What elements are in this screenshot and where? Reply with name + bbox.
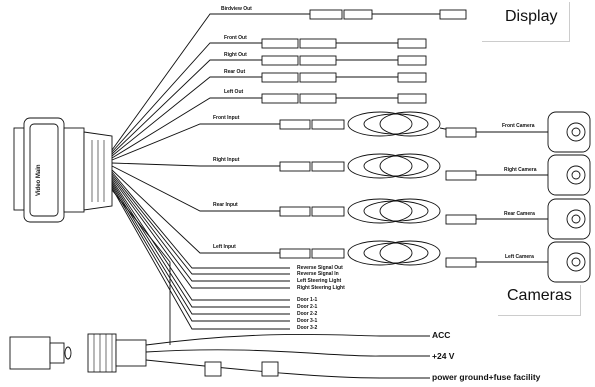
label-right-steering-light: Right Steering Light — [297, 285, 345, 291]
wire-rear-input — [111, 165, 280, 212]
input-cables — [279, 111, 548, 268]
label-reverse-signal-out: Reverse Signal Out — [297, 265, 343, 271]
wire-front-out — [111, 42, 262, 153]
label-right-camera: Right Camera — [504, 167, 537, 173]
signal-wires — [111, 171, 290, 330]
connector-label: Video Main — [36, 164, 42, 196]
label-acc: ACC — [432, 330, 451, 340]
label-door-3-1: Door 3-1 — [297, 318, 318, 324]
label-left-steering-light: Left Steering Light — [297, 278, 342, 284]
label-left-out: Left Out — [224, 89, 244, 95]
display-callout-box — [482, 2, 570, 42]
label-power-ground: power ground+fuse facility — [432, 372, 541, 382]
label-door-1-1: Door 1-1 — [297, 297, 318, 303]
label-front-out: Front Out — [224, 35, 247, 41]
output-connectors — [261, 38, 427, 104]
camera-units — [547, 111, 591, 283]
db-connector — [13, 117, 113, 223]
display-callout: Display — [505, 8, 558, 25]
wire-left-input — [111, 169, 280, 254]
cameras-callout: Cameras — [507, 287, 572, 304]
label-birdview-out: Birdview Out — [221, 6, 252, 12]
label-rear-out: Rear Out — [224, 69, 246, 75]
label-right-out: Right Out — [224, 52, 247, 58]
label-left-input: Left Input — [213, 244, 236, 250]
label-front-camera: Front Camera — [502, 123, 535, 129]
label-left-camera: Left Camera — [505, 254, 534, 260]
label-rear-input: Rear Input — [213, 202, 238, 208]
label-reverse-signal-in: Reverse Signal In — [297, 271, 339, 277]
wire-birdview-out — [111, 13, 310, 151]
label-rear-camera: Rear Camera — [504, 211, 535, 217]
wire-right-out — [111, 59, 262, 155]
power-harness — [9, 312, 430, 379]
label-24v: +24 V — [432, 351, 455, 361]
wire-front-input — [111, 123, 280, 161]
cameras-callout-box — [498, 285, 581, 316]
label-front-input: Front Input — [213, 115, 240, 121]
label-right-input: Right Input — [213, 157, 240, 163]
label-door-2-2: Door 2-2 — [297, 311, 318, 317]
wire-left-out — [111, 97, 262, 159]
wire-right-input — [111, 162, 280, 167]
birdview-connectors — [309, 9, 467, 20]
wire-rear-out — [111, 76, 262, 157]
label-door-3-2: Door 3-2 — [297, 325, 318, 331]
label-door-2-1: Door 2-1 — [297, 304, 318, 310]
